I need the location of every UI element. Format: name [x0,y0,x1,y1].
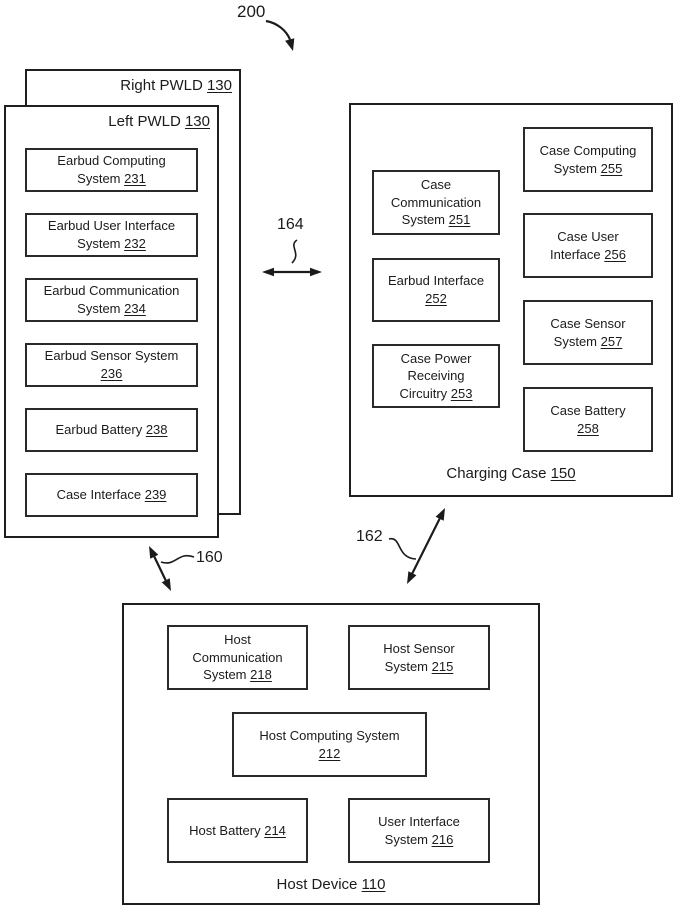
arrow-160-earbud-host [149,546,195,591]
right-pwld-ref-number: 130 [206,77,232,94]
case-interface-box: Case Interface 239 [25,473,198,517]
right-pwld-title-text: Right PWLD [120,77,203,94]
left-pwld-title: Left PWLD 130 [108,113,210,130]
host-device-ref-number: 110 [361,876,386,893]
right-pwld-title: Right PWLD 130 [120,77,232,94]
arrow-164-earbud-case [262,239,322,277]
figure-ref-arrow [265,19,295,51]
figure-ref-label: 200 [237,2,266,21]
earbud-battery-box: Earbud Battery 238 [25,408,198,452]
arrow-162-case-host [388,508,445,584]
charging-case-ref-number: 150 [550,465,576,482]
ref-164-label: 164 [277,216,304,233]
left-pwld-ref-number: 130 [184,113,210,130]
ref-162-label: 162 [356,528,383,545]
charging-case-title: Charging Case 150 [351,465,671,482]
host-device-title-text: Host Device [276,876,358,893]
charging-case-box: Charging Case 150 [349,103,673,497]
host-device-box: Host Device 110 [122,603,540,905]
left-pwld-title-text: Left PWLD [108,113,181,130]
host-device-title: Host Device 110 [124,876,538,893]
host-battery-box: Host Battery 214 [167,798,308,863]
ref-160-label: 160 [196,549,223,566]
charging-case-title-text: Charging Case [446,465,547,482]
